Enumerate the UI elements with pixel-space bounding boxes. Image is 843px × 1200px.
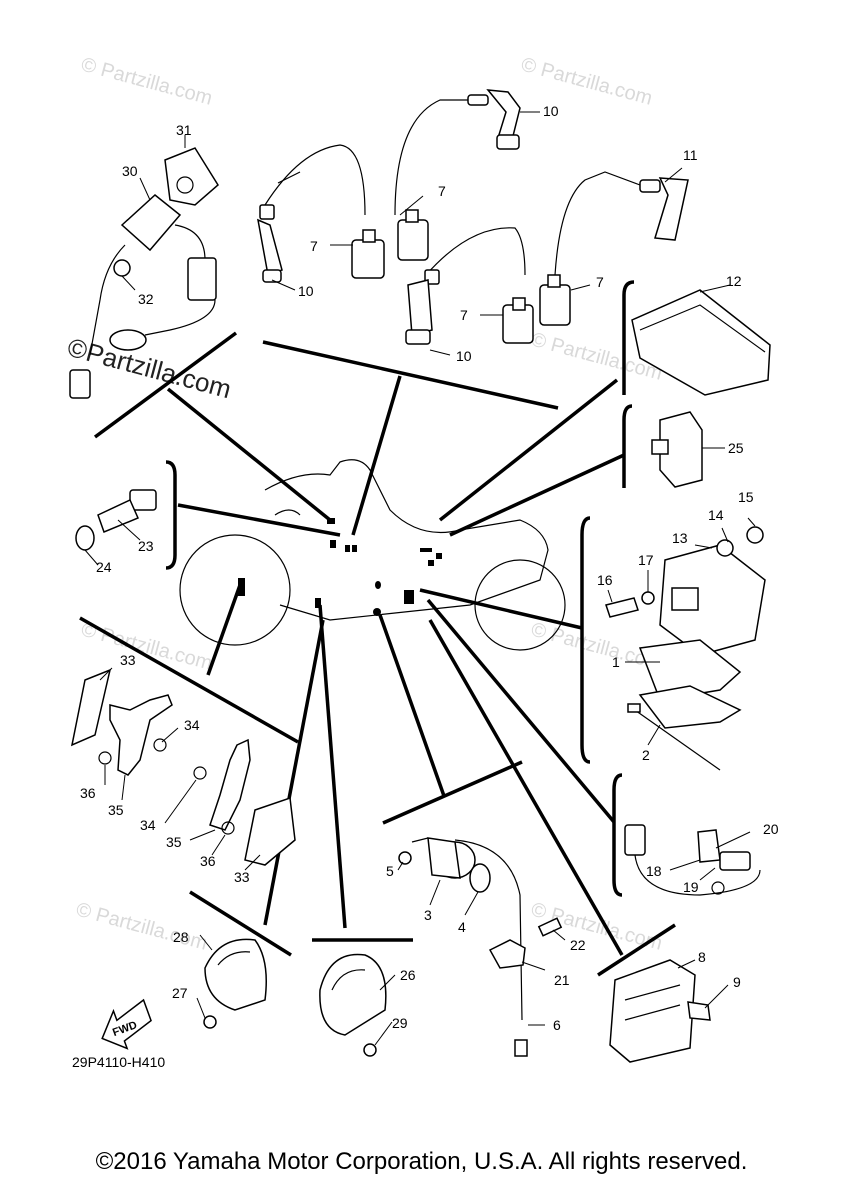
horns xyxy=(203,938,387,1057)
svg-text:© Partzilla.com: © Partzilla.com xyxy=(519,54,655,110)
svg-text:© Partzilla.com: © Partzilla.com xyxy=(74,899,210,955)
callout-7: 7 xyxy=(596,274,604,290)
callout-30: 30 xyxy=(122,163,138,179)
sensor-cluster-upper-left xyxy=(69,147,219,399)
group-brackets xyxy=(79,280,676,977)
starter-relay xyxy=(605,526,766,771)
callout-28: 28 xyxy=(173,929,189,945)
callout-6: 6 xyxy=(553,1017,561,1033)
svg-text:© Partzilla.com: © Partzilla.com xyxy=(529,619,665,675)
callout-2: 2 xyxy=(642,747,650,763)
rectifier xyxy=(609,959,711,1063)
clamp xyxy=(488,917,563,969)
callout-10: 10 xyxy=(456,348,472,364)
callout-21: 21 xyxy=(554,972,570,988)
ignition-coils xyxy=(257,89,689,345)
callout-24: 24 xyxy=(96,559,112,575)
callout-7: 7 xyxy=(460,307,468,323)
callout-31: 31 xyxy=(176,122,192,138)
callout-33: 33 xyxy=(234,869,250,885)
callout-23: 23 xyxy=(138,538,154,554)
callout-36: 36 xyxy=(80,785,96,801)
callout-7: 7 xyxy=(438,183,446,199)
callout-5: 5 xyxy=(386,863,394,879)
callout-29: 29 xyxy=(392,1015,408,1031)
fwd-arrow: FWD xyxy=(101,998,152,1050)
callout-27: 27 xyxy=(172,985,188,1001)
callout-12: 12 xyxy=(726,273,742,289)
callout-4: 4 xyxy=(458,919,466,935)
vehicle-silhouette xyxy=(179,459,566,651)
location-leaders xyxy=(166,375,625,956)
callout-32: 32 xyxy=(138,291,154,307)
callout-35: 35 xyxy=(166,834,182,850)
callout-16: 16 xyxy=(597,572,613,588)
callout-8: 8 xyxy=(698,949,706,965)
callout-22: 22 xyxy=(570,937,586,953)
callout-11: 11 xyxy=(683,147,698,163)
callout-26: 26 xyxy=(400,967,416,983)
callout-17: 17 xyxy=(638,552,654,568)
callout-35: 35 xyxy=(108,802,124,818)
callout-14: 14 xyxy=(708,507,724,523)
callout-36: 36 xyxy=(200,853,216,869)
callout-34: 34 xyxy=(184,717,200,733)
temp-sensor xyxy=(75,489,157,551)
callout-34: 34 xyxy=(140,817,156,833)
callout-19: 19 xyxy=(683,879,699,895)
copyright-footer: ©2016 Yamaha Motor Corporation, U.S.A. A… xyxy=(95,1148,748,1175)
callout-20: 20 xyxy=(763,821,779,837)
callout-15: 15 xyxy=(738,489,754,505)
callout-leaders xyxy=(84,111,756,1046)
crank-sensor xyxy=(398,837,528,1057)
callout-3: 3 xyxy=(424,907,432,923)
svg-text:© Partzilla.com: © Partzilla.com xyxy=(79,54,215,110)
callout-10: 10 xyxy=(298,283,314,299)
callout-10: 10 xyxy=(543,103,559,119)
callout-1: 1 xyxy=(612,654,620,670)
callout-13: 13 xyxy=(672,530,688,546)
bracket-group-left xyxy=(70,668,296,866)
callout-33: 33 xyxy=(120,652,136,668)
callout-7: 7 xyxy=(310,238,318,254)
ecu-and-relay xyxy=(631,289,771,488)
diagram-code: 29P4110-H410 xyxy=(72,1054,165,1070)
sensor-18-20 xyxy=(624,824,761,896)
callout-25: 25 xyxy=(728,440,744,456)
callout-numbers: 10 11 7 7 7 7 10 10 12 25 31 30 32 23 24… xyxy=(80,103,779,1033)
callout-18: 18 xyxy=(646,863,662,879)
callout-9: 9 xyxy=(733,974,741,990)
